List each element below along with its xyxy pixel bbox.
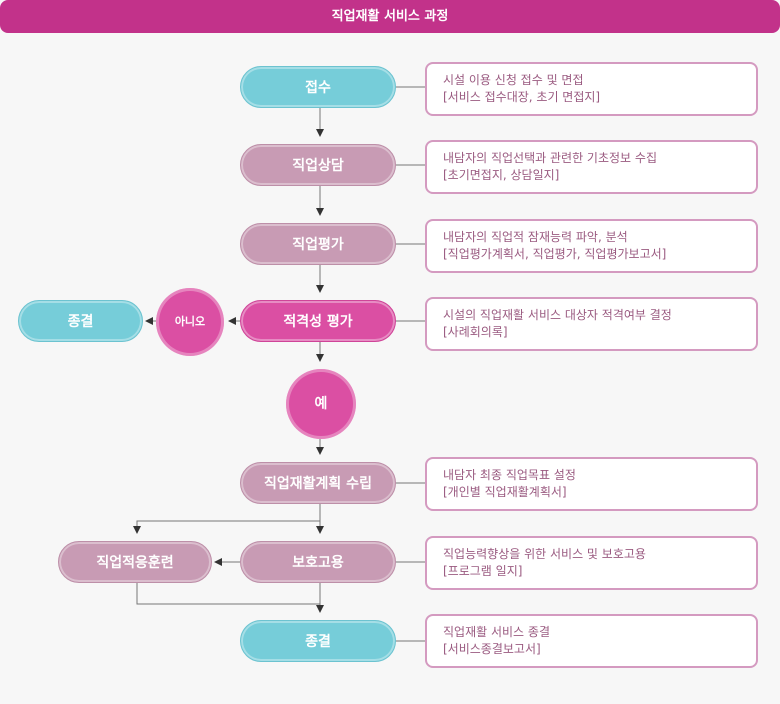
desc-planning: 내담자 최종 직업목표 설정 [개인별 직업재활계획서] (425, 457, 758, 511)
step-eligibility: 적격성 평가 (240, 300, 396, 342)
desc-text: 직업재활 서비스 종결 (443, 625, 550, 639)
desc-docs: [프로그램 일지] (443, 564, 523, 578)
step-evaluation: 직업평가 (240, 223, 396, 265)
step-sheltered-employment: 보호고용 (240, 541, 396, 583)
diagram-title: 직업재활 서비스 과정 (0, 0, 780, 33)
desc-text: 내담자 최종 직업목표 설정 (443, 468, 576, 482)
desc-eligibility: 시설의 직업재활 서비스 대상자 적격여부 결정 [사례회의록] (425, 297, 758, 351)
desc-evaluation: 내담자의 직업적 잠재능력 파악, 분석 [직업평가계획서, 직업평가, 직업평가… (425, 219, 758, 273)
no-termination: 종결 (18, 300, 143, 342)
desc-counseling: 내담자의 직업선택과 관련한 기초정보 수집 [초기면접지, 상담일지] (425, 140, 758, 194)
desc-docs: [초기면접지, 상담일지] (443, 168, 560, 182)
desc-text: 시설 이용 신청 접수 및 면접 (443, 73, 584, 87)
desc-docs: [사례회의록] (443, 325, 508, 339)
step-intake: 접수 (240, 66, 396, 108)
step-planning: 직업재활계획 수립 (240, 462, 396, 504)
desc-sheltered-employment: 직업능력향상을 위한 서비스 및 보호고용 [프로그램 일지] (425, 536, 758, 590)
step-counseling: 직업상담 (240, 144, 396, 186)
desc-docs: [개인별 직업재활계획서] (443, 485, 567, 499)
decision-no: 아니오 (156, 288, 224, 356)
step-termination: 종결 (240, 620, 396, 662)
desc-text: 시설의 직업재활 서비스 대상자 적격여부 결정 (443, 308, 672, 322)
desc-termination: 직업재활 서비스 종결 [서비스종결보고서] (425, 614, 758, 668)
desc-docs: [직업평가계획서, 직업평가, 직업평가보고서] (443, 247, 667, 261)
work-adjustment-training: 직업적응훈련 (58, 541, 212, 583)
desc-intake: 시설 이용 신청 접수 및 면접 [서비스 접수대장, 초기 면접지] (425, 62, 758, 116)
desc-text: 내담자의 직업적 잠재능력 파악, 분석 (443, 230, 628, 244)
desc-text: 직업능력향상을 위한 서비스 및 보호고용 (443, 547, 646, 561)
desc-docs: [서비스 접수대장, 초기 면접지] (443, 90, 601, 104)
desc-docs: [서비스종결보고서] (443, 642, 541, 656)
decision-yes: 예 (286, 369, 356, 439)
desc-text: 내담자의 직업선택과 관련한 기초정보 수집 (443, 151, 657, 165)
